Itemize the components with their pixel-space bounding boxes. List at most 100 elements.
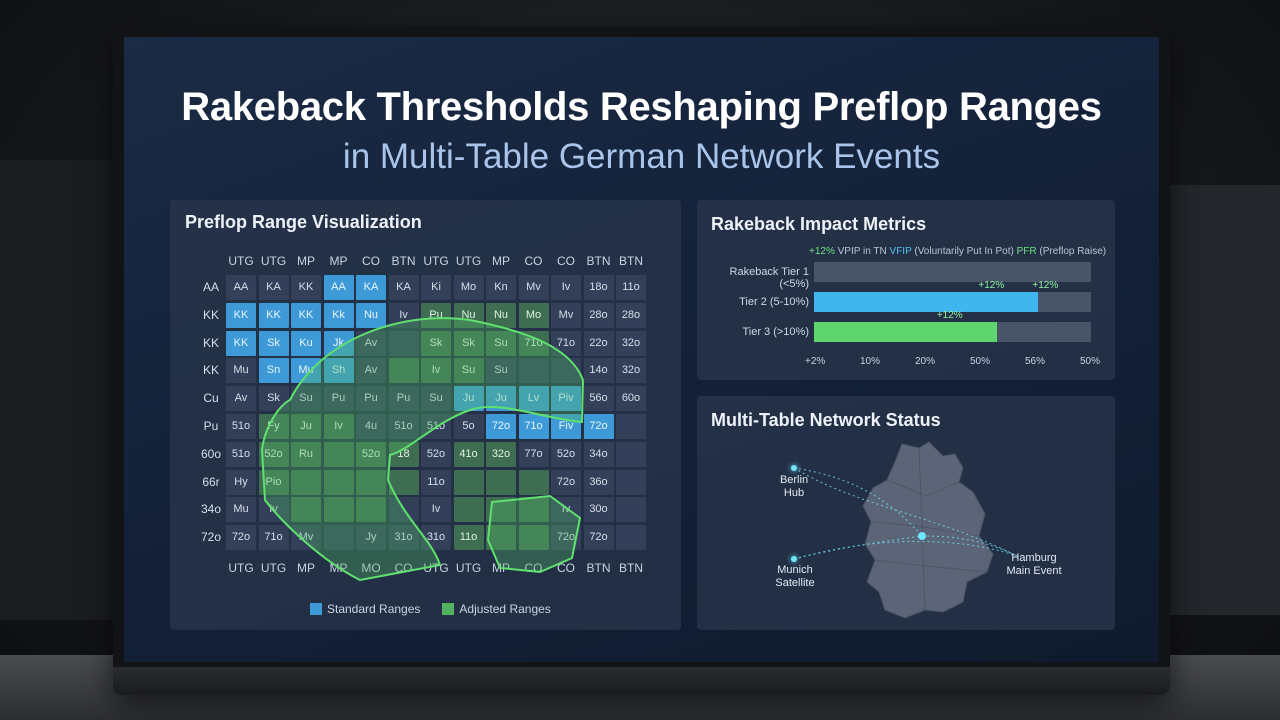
range-cell[interactable]: 31o xyxy=(388,525,419,551)
range-cell[interactable]: Ru xyxy=(291,441,321,467)
range-cell[interactable]: 32o xyxy=(616,358,646,384)
range-cell[interactable]: 14o xyxy=(583,358,614,384)
range-cell[interactable] xyxy=(388,358,419,384)
range-cell[interactable]: Kn xyxy=(486,275,516,300)
range-cell[interactable]: Sk xyxy=(258,330,289,356)
range-cell[interactable]: 71o xyxy=(258,525,289,551)
range-cell[interactable]: Iv xyxy=(421,358,451,384)
range-cell[interactable]: Iv xyxy=(323,414,354,439)
range-cell[interactable]: Iv xyxy=(258,497,289,523)
range-cell[interactable]: Nu xyxy=(453,302,484,328)
range-cell[interactable]: Pio xyxy=(258,469,289,495)
range-cell[interactable]: 28o xyxy=(616,302,646,328)
range-cell[interactable]: Kk xyxy=(323,302,354,328)
range-cell[interactable] xyxy=(291,469,321,495)
range-cell[interactable]: 71o xyxy=(518,330,549,356)
range-cell[interactable]: Su xyxy=(486,358,516,384)
range-cell[interactable]: Mo xyxy=(518,302,549,328)
range-cell[interactable]: 52o xyxy=(258,441,289,467)
range-cell[interactable]: 18 xyxy=(388,441,419,467)
range-cell[interactable] xyxy=(518,497,549,523)
range-cell[interactable]: Sn xyxy=(258,358,289,384)
range-cell[interactable] xyxy=(388,469,419,495)
range-cell[interactable]: 22o xyxy=(583,330,614,356)
range-cell[interactable] xyxy=(323,469,354,495)
range-cell[interactable]: Sk xyxy=(453,330,484,356)
range-cell[interactable] xyxy=(486,497,516,523)
range-cell[interactable]: Sk xyxy=(258,386,289,412)
range-cell[interactable]: 11o xyxy=(421,469,451,495)
range-cell[interactable]: Ju xyxy=(291,414,321,439)
range-cell[interactable] xyxy=(616,469,646,495)
range-cell[interactable]: Jk xyxy=(323,330,354,356)
range-cell[interactable]: Piv xyxy=(551,386,581,412)
range-cell[interactable]: Iv xyxy=(421,497,451,523)
range-cell[interactable]: 51o xyxy=(226,414,256,439)
range-cell[interactable]: KA xyxy=(258,275,289,300)
berlin-node-dot[interactable] xyxy=(791,465,797,471)
range-cell[interactable]: Su xyxy=(453,358,484,384)
range-cell[interactable]: Mv xyxy=(551,302,581,328)
range-cell[interactable]: KK xyxy=(226,302,256,328)
range-cell[interactable] xyxy=(518,525,549,551)
range-cell[interactable]: 72o xyxy=(551,469,581,495)
range-cell[interactable]: Ju xyxy=(486,386,516,412)
range-cell[interactable]: Mv xyxy=(518,275,549,300)
range-cell[interactable]: Iv xyxy=(551,275,581,300)
range-cell[interactable]: 11o xyxy=(453,525,484,551)
range-cell[interactable]: 51o xyxy=(388,414,419,439)
range-cell[interactable]: 36o xyxy=(583,469,614,495)
range-cell[interactable]: 72o xyxy=(583,525,614,551)
range-cell[interactable]: 51o xyxy=(226,441,256,467)
range-cell[interactable]: Fy xyxy=(258,414,289,439)
range-cell[interactable]: Hy xyxy=(226,469,256,495)
range-cell[interactable]: 4u xyxy=(356,414,386,439)
range-cell[interactable]: Pu xyxy=(323,386,354,412)
range-cell[interactable]: 52o xyxy=(421,441,451,467)
range-cell[interactable]: Su xyxy=(291,386,321,412)
range-cell[interactable]: Mv xyxy=(291,525,321,551)
range-cell[interactable]: Av xyxy=(226,386,256,412)
range-cell[interactable]: Mo xyxy=(453,275,484,300)
range-cell[interactable]: 72o xyxy=(583,414,614,439)
range-cell[interactable]: Ju xyxy=(453,386,484,412)
range-cell[interactable]: Sh xyxy=(323,358,354,384)
range-cell[interactable] xyxy=(486,525,516,551)
range-cell[interactable]: 32o xyxy=(616,330,646,356)
range-cell[interactable] xyxy=(388,330,419,356)
range-cell[interactable] xyxy=(518,358,549,384)
range-cell[interactable] xyxy=(616,525,646,551)
range-cell[interactable]: 32o xyxy=(486,441,516,467)
range-cell[interactable]: 11o xyxy=(616,275,646,300)
range-cell[interactable] xyxy=(518,469,549,495)
range-cell[interactable]: Mu xyxy=(291,358,321,384)
range-cell[interactable]: 52o xyxy=(551,441,581,467)
range-cell[interactable]: Su xyxy=(486,330,516,356)
range-cell[interactable]: 72o xyxy=(226,525,256,551)
range-cell[interactable] xyxy=(453,469,484,495)
range-cell[interactable]: 30o xyxy=(583,497,614,523)
range-cell[interactable] xyxy=(453,497,484,523)
range-cell[interactable] xyxy=(323,525,354,551)
range-cell[interactable]: 60o xyxy=(616,386,646,412)
range-cell[interactable]: 31o xyxy=(421,525,451,551)
range-cell[interactable]: KK xyxy=(226,330,256,356)
range-cell[interactable]: Sk xyxy=(421,330,451,356)
range-cell[interactable]: Fiv xyxy=(551,414,581,439)
range-cell[interactable] xyxy=(616,414,646,439)
range-cell[interactable] xyxy=(486,469,516,495)
range-cell[interactable] xyxy=(616,441,646,467)
range-cell[interactable] xyxy=(356,497,386,523)
range-cell[interactable]: Jy xyxy=(356,525,386,551)
range-cell[interactable] xyxy=(291,497,321,523)
range-cell[interactable]: Pu xyxy=(421,302,451,328)
range-cell[interactable]: Su xyxy=(421,386,451,412)
range-cell[interactable]: KA xyxy=(356,275,386,300)
range-cell[interactable] xyxy=(551,358,581,384)
range-cell[interactable]: Nu xyxy=(356,302,386,328)
range-cell[interactable]: 52o xyxy=(356,441,386,467)
range-cell[interactable]: 56o xyxy=(583,386,614,412)
range-cell[interactable]: 41o xyxy=(453,441,484,467)
range-cell[interactable] xyxy=(323,497,354,523)
range-cell[interactable]: 28o xyxy=(583,302,614,328)
